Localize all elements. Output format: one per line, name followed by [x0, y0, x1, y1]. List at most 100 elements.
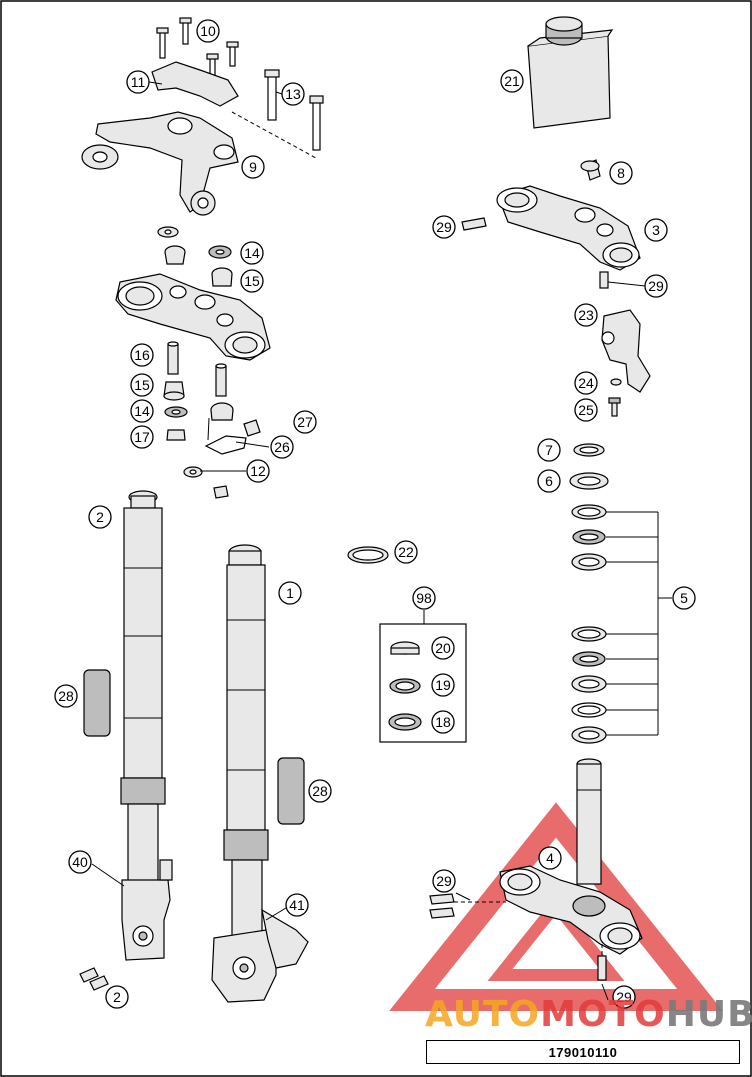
svg-text:7: 7	[545, 442, 553, 458]
svg-text:9: 9	[249, 159, 257, 175]
callout-28-right: 28	[308, 779, 332, 803]
callout-1: 1	[278, 581, 302, 605]
svg-text:29: 29	[436, 219, 452, 235]
callout-20: 20	[431, 636, 455, 660]
callout-13: 13	[281, 82, 305, 106]
callout-4: 4	[538, 846, 562, 870]
svg-text:13: 13	[285, 86, 301, 102]
svg-text:28: 28	[312, 783, 328, 799]
callout-29-bottom: 29	[612, 985, 636, 1009]
svg-text:15: 15	[244, 273, 260, 289]
callout-22: 22	[394, 540, 418, 564]
svg-text:16: 16	[134, 347, 150, 363]
svg-text:21: 21	[504, 73, 520, 89]
small-hardware-group	[163, 341, 261, 499]
oil-can	[527, 16, 614, 129]
svg-text:2: 2	[96, 509, 104, 525]
svg-text:18: 18	[435, 714, 451, 730]
callout-24: 24	[574, 371, 598, 395]
callout-98: 98	[412, 586, 436, 610]
drawing-number: 179010110	[548, 1044, 618, 1060]
callout-29-left: 29	[432, 869, 456, 893]
callout-26: 26	[270, 435, 294, 459]
callout-6: 6	[537, 469, 561, 493]
watermark-wordmark: AUTOMOTOHUB	[425, 994, 752, 1035]
upper-right-triple-clamp	[461, 159, 646, 289]
clamp-hardware-group	[157, 226, 233, 287]
callout-9: 9	[241, 155, 265, 179]
callout-5: 5	[672, 586, 696, 610]
leader-lines	[91, 81, 609, 1001]
lower-triple-clamp-stem	[429, 758, 643, 981]
callout-15-upper: 15	[240, 269, 264, 293]
svg-text:29: 29	[616, 989, 632, 1005]
callout-28-left: 28	[54, 684, 78, 708]
svg-text:28: 28	[58, 688, 74, 704]
drawing-number-box: 179010110	[426, 1040, 740, 1064]
bracket-part	[601, 309, 651, 417]
svg-text:29: 29	[648, 278, 664, 294]
callout-29-upper: 29	[432, 215, 456, 239]
callout-7: 7	[537, 438, 561, 462]
svg-text:23: 23	[578, 307, 594, 323]
svg-text:27: 27	[297, 414, 313, 430]
svg-text:12: 12	[250, 463, 266, 479]
callout-25: 25	[574, 398, 598, 422]
callout-14-upper: 14	[240, 241, 264, 265]
callout-23: 23	[574, 303, 598, 327]
callout-16: 16	[130, 343, 154, 367]
callout-3: 3	[644, 218, 668, 242]
svg-text:26: 26	[274, 439, 290, 455]
svg-text:22: 22	[398, 544, 414, 560]
watermark-part1: AUTO	[425, 994, 541, 1035]
callout-29-bracket: 29	[644, 274, 668, 298]
callout-11: 11	[126, 70, 150, 94]
svg-text:20: 20	[435, 640, 451, 656]
svg-text:15: 15	[134, 377, 150, 393]
handlebar-clamp-group	[81, 17, 324, 216]
callout-18: 18	[431, 710, 455, 734]
svg-text:1: 1	[286, 585, 294, 601]
callout-2-bottom: 2	[105, 985, 129, 1009]
lower-left-triple-clamp	[115, 273, 271, 361]
svg-text:2: 2	[113, 989, 121, 1005]
callout-40: 40	[68, 850, 92, 874]
callout-19: 19	[431, 673, 455, 697]
svg-text:8: 8	[617, 165, 625, 181]
callout-27: 27	[293, 410, 317, 434]
svg-text:6: 6	[545, 473, 553, 489]
svg-text:14: 14	[134, 403, 150, 419]
callout-8: 8	[609, 161, 633, 185]
svg-text:25: 25	[578, 402, 594, 418]
bolts-group	[79, 967, 109, 991]
svg-text:24: 24	[578, 375, 594, 391]
svg-text:3: 3	[652, 222, 660, 238]
svg-text:5: 5	[680, 590, 688, 606]
svg-text:19: 19	[435, 677, 451, 693]
callout-21: 21	[500, 69, 524, 93]
left-fork-leg	[120, 490, 173, 961]
callout-14-lower: 14	[130, 399, 154, 423]
watermark-part2: MOTO	[540, 994, 666, 1035]
callout-15-lower: 15	[130, 373, 154, 397]
seal-ring-inner	[352, 549, 384, 561]
callout-10: 10	[196, 19, 220, 43]
callout-12: 12	[246, 459, 270, 483]
fork-pads-group	[83, 669, 305, 825]
watermark-part3: HUB	[665, 994, 752, 1035]
callout-2-top: 2	[88, 505, 112, 529]
svg-text:10: 10	[200, 23, 216, 39]
svg-text:4: 4	[546, 850, 554, 866]
svg-text:40: 40	[72, 854, 88, 870]
svg-text:14: 14	[244, 245, 260, 261]
steering-bearing-stack	[569, 443, 672, 744]
svg-text:17: 17	[134, 429, 150, 445]
svg-text:41: 41	[289, 897, 305, 913]
svg-text:98: 98	[416, 590, 432, 606]
right-fork-leg	[211, 544, 309, 1003]
callout-41: 41	[285, 893, 309, 917]
callout-17: 17	[130, 425, 154, 449]
svg-text:11: 11	[131, 74, 146, 90]
